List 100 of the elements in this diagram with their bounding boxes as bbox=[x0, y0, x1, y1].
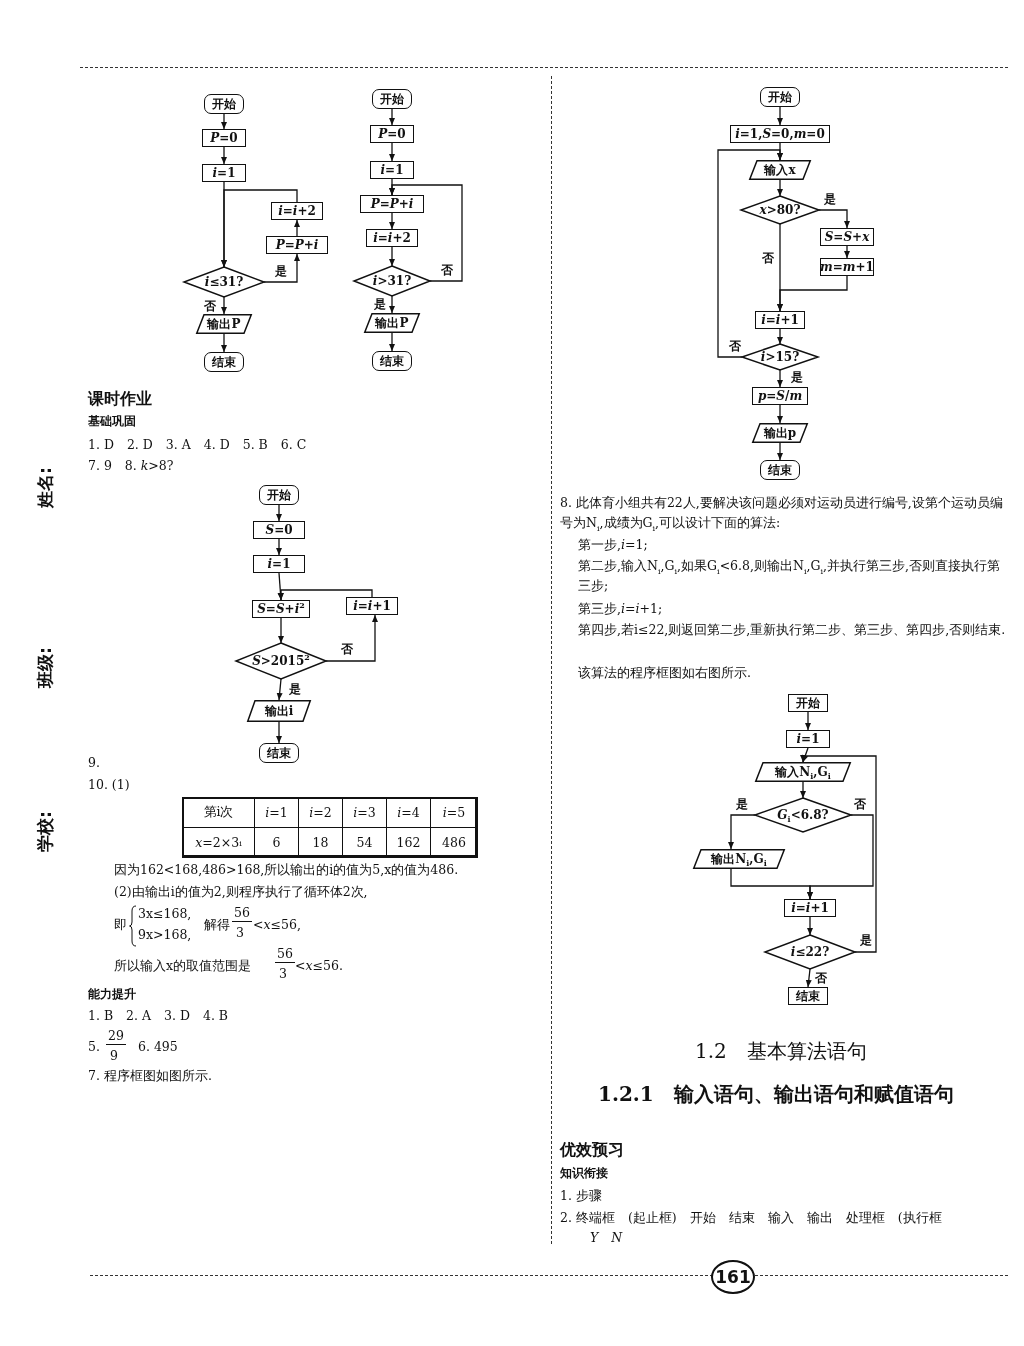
flowchart-text: i=i+1 bbox=[791, 901, 829, 915]
flowchart-text: i>31? bbox=[372, 274, 412, 288]
terminal-box bbox=[259, 743, 299, 763]
edge-label: 是 bbox=[288, 682, 302, 696]
terminal-box bbox=[760, 87, 800, 107]
flowchart-text: i>15? bbox=[760, 350, 800, 364]
flow-arrow bbox=[389, 142, 395, 162]
edge-label: 是 bbox=[859, 933, 873, 947]
flowchart-text: 结束 bbox=[768, 463, 792, 477]
process-box bbox=[253, 521, 305, 539]
flow-arrow bbox=[807, 814, 874, 900]
flowchart-text: i=i+2 bbox=[278, 204, 316, 218]
flow-arrow bbox=[777, 442, 783, 461]
answer-text: 第三步,i=i+1; bbox=[578, 600, 663, 618]
edge-label: 否 bbox=[440, 263, 454, 277]
flow-arrow bbox=[717, 149, 783, 358]
flowchart-text: P=0 bbox=[210, 131, 238, 145]
flowchart-text: 输入x bbox=[764, 163, 796, 177]
answer-text: 1. B 2. A 3. D 4. B bbox=[88, 1007, 229, 1025]
flowchart-text: P=P+i bbox=[275, 238, 319, 252]
flowchart-text: 输出p bbox=[763, 426, 797, 440]
process-box bbox=[784, 899, 836, 917]
flow-arrow bbox=[221, 146, 227, 165]
process-box bbox=[252, 600, 310, 618]
flowchart-text: S>2015$^{2}$ bbox=[252, 654, 310, 668]
flowchart-text: i=1 bbox=[267, 557, 291, 571]
answer-text: 该算法的程序框图如右图所示. bbox=[578, 664, 751, 682]
section-heading: 优效预习 bbox=[560, 1140, 624, 1161]
decision-diamond bbox=[765, 935, 855, 969]
flowchart-text: i=1 bbox=[796, 732, 820, 746]
flowchart-text: 输入N$_{i}$,G$_{i}$ bbox=[775, 765, 831, 779]
flowchart-text: i=i+1 bbox=[353, 599, 391, 613]
flow-arrow bbox=[389, 184, 463, 282]
process-box bbox=[752, 387, 808, 405]
flow-arrow bbox=[221, 189, 298, 268]
flowchart-text: S=S+x bbox=[824, 230, 870, 244]
flow-arrow bbox=[777, 328, 783, 345]
process-box bbox=[346, 597, 398, 615]
subheading: 知识衔接 bbox=[560, 1165, 608, 1182]
terminal-box bbox=[372, 351, 412, 371]
process-box bbox=[202, 164, 246, 182]
flowchart-text: 开始 bbox=[768, 90, 792, 104]
process-box bbox=[730, 125, 830, 143]
flow-arrow bbox=[276, 678, 283, 701]
flow-arrow bbox=[805, 711, 811, 731]
flowchart-text: i=1 bbox=[212, 166, 236, 180]
edge-label: 是 bbox=[735, 797, 749, 811]
flowchart-text: G$_{i}$<6.8? bbox=[777, 808, 829, 822]
io-parallelogram bbox=[752, 423, 808, 443]
process-box bbox=[370, 125, 414, 143]
answer-text: 第一步,i=1; bbox=[578, 536, 648, 554]
subheading: 能力提升 bbox=[88, 986, 136, 1003]
flow-arrow bbox=[777, 369, 783, 388]
edge-label: 是 bbox=[790, 370, 804, 384]
io-parallelogram bbox=[364, 313, 420, 333]
process-box bbox=[271, 202, 323, 220]
io-parallelogram bbox=[247, 700, 311, 722]
process-box bbox=[370, 161, 414, 179]
process-box bbox=[820, 228, 874, 246]
process-box bbox=[266, 236, 328, 254]
answer-text: 7. 程序框图如图所示. bbox=[88, 1067, 212, 1085]
edge-label: 否 bbox=[761, 251, 775, 265]
terminal-box bbox=[760, 460, 800, 480]
flow-arrow bbox=[844, 245, 850, 259]
answer-text: 2. 终端框 (起止框) 开始 结束 输入 输出 处理框 (执行框 bbox=[560, 1209, 942, 1227]
paragraph: 8. 此体育小组共有22人,要解决该问题必须对运动员进行编号,设第个运动员编号为N$_{i}$,成绩为G$_{i}$,可以设计下面的算法: bbox=[560, 494, 1004, 533]
flow-arrow bbox=[325, 614, 378, 662]
flowchart-text: S=S+i$^{2}$ bbox=[257, 602, 305, 616]
inequality-text: 9x>168, bbox=[138, 926, 192, 944]
flowchart-text: i=i+2 bbox=[373, 231, 411, 245]
edge-label: 是 bbox=[274, 264, 288, 278]
flow-arrow bbox=[221, 333, 227, 353]
edge-label: 是 bbox=[373, 297, 387, 311]
page-number: 161 bbox=[711, 1260, 755, 1294]
flow-arrow bbox=[276, 721, 282, 744]
io-parallelogram bbox=[755, 762, 851, 782]
flowchart-text: 输出i bbox=[264, 704, 294, 718]
answer-text: 1. D 2. D 3. A 4. D 5. B 6. C bbox=[88, 436, 307, 454]
process-box bbox=[202, 129, 246, 147]
answer-text: <x≤56. bbox=[295, 957, 343, 975]
terminal-box bbox=[372, 89, 412, 109]
flow-arrow bbox=[805, 968, 812, 988]
flowchart-text: 输出P bbox=[375, 316, 409, 330]
subheading: 基础巩固 bbox=[88, 413, 136, 430]
flowchart-text: P=0 bbox=[378, 127, 406, 141]
process-box bbox=[360, 195, 424, 213]
answer-text: 7. 9 8. k>8? bbox=[88, 457, 174, 475]
flow-arrow bbox=[389, 246, 395, 267]
answer-text: 6. 495 bbox=[138, 1038, 178, 1056]
flowchart-text: i≤31? bbox=[204, 275, 244, 289]
flowchart-text: P=P+i bbox=[370, 197, 414, 211]
decision-diamond bbox=[184, 267, 264, 297]
process-box bbox=[788, 987, 828, 1005]
edge-label: 否 bbox=[340, 642, 354, 656]
io-parallelogram bbox=[693, 849, 785, 869]
flowchart-text: m=m+1 bbox=[820, 260, 874, 274]
flow-arrow bbox=[389, 332, 395, 352]
flow-arrow bbox=[278, 617, 284, 644]
edge-label: 否 bbox=[853, 797, 867, 811]
edge-label: 否 bbox=[728, 339, 742, 353]
